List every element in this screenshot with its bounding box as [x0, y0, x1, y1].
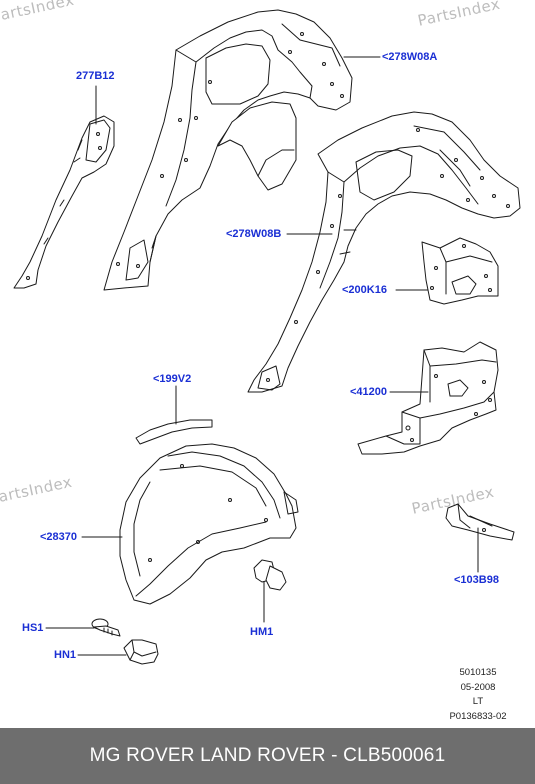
part-277B12[interactable] — [14, 116, 114, 288]
callout-41200[interactable]: <41200 — [350, 386, 388, 398]
part-41200[interactable] — [358, 342, 498, 454]
part-HS1[interactable] — [91, 618, 120, 636]
parts-diagram — [0, 0, 535, 728]
diagram-code: 5010135 — [459, 667, 497, 678]
callout-278W08A[interactable]: <278W08A — [382, 51, 438, 63]
footer-title: MG ROVER LAND ROVER - CLB500061 — [89, 745, 446, 766]
callout-HN1[interactable]: HN1 — [54, 649, 77, 661]
callout-103B98[interactable]: <103B98 — [454, 574, 499, 586]
part-200K16[interactable] — [422, 238, 498, 304]
part-103B98[interactable] — [446, 504, 514, 540]
callout-HS1[interactable]: HS1 — [22, 622, 44, 634]
callout-HM1[interactable]: HM1 — [250, 626, 274, 638]
footer-banner: MG ROVER LAND ROVER - CLB500061 — [0, 728, 535, 784]
diagram-info: 5010135 05-2008 LT P0136833-02 — [433, 666, 523, 724]
part-28370[interactable] — [120, 444, 298, 604]
part-HN1[interactable] — [124, 640, 158, 664]
callout-28370[interactable]: <28370 — [40, 531, 78, 543]
part-278W08A[interactable] — [104, 10, 352, 290]
leader-lines — [45, 56, 479, 656]
callout-278W08B[interactable]: <278W08B — [226, 228, 282, 240]
part-278W08B[interactable] — [248, 112, 520, 392]
part-HM1[interactable] — [254, 560, 286, 590]
callout-200K16[interactable]: <200K16 — [342, 284, 387, 296]
callout-199V2[interactable]: <199V2 — [153, 373, 192, 385]
diagram-suffix: LT — [472, 696, 484, 707]
part-199V2[interactable] — [136, 420, 212, 444]
diagram-date: 05-2008 — [460, 681, 496, 693]
callout-277B12[interactable]: 277B12 — [76, 70, 115, 82]
diagram-ref: P0136833-02 — [449, 710, 507, 722]
